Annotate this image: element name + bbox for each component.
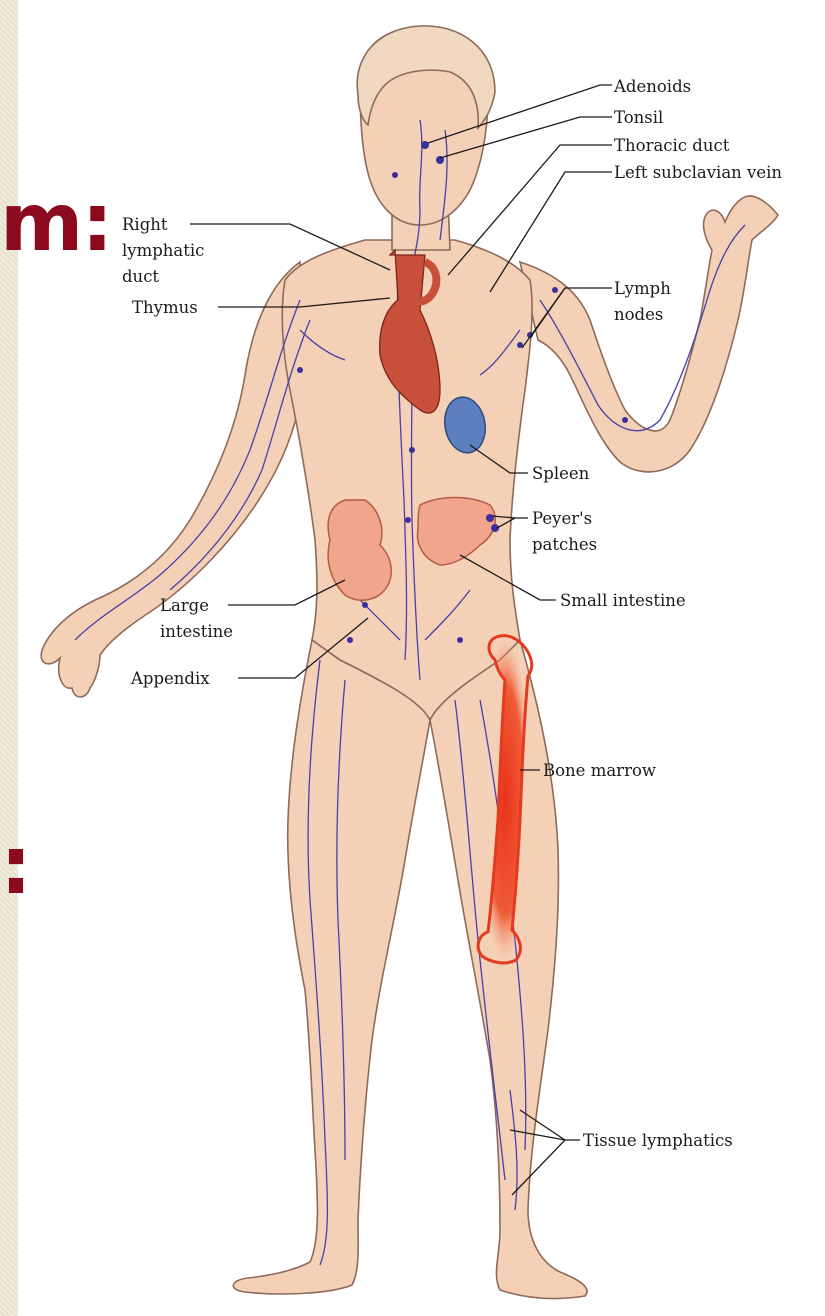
label-left-subclavian-vein: Left subclavian vein (614, 163, 782, 182)
label-thymus: Thymus (132, 298, 198, 317)
label-peyers-patches-line1: Peyer's (532, 509, 592, 528)
label-tissue-lymphatics: Tissue lymphatics (583, 1131, 733, 1150)
slide-title-fragment: m: (0, 183, 111, 263)
left-arm (520, 196, 778, 472)
label-large-intestine-line1: Large (160, 596, 209, 615)
label-spleen: Spleen (532, 464, 590, 483)
label-right-lymphatic-duct-line3: duct (122, 267, 159, 286)
label-thoracic-duct: Thoracic duct (614, 136, 730, 155)
label-right-lymphatic-duct-line2: lymphatic (122, 241, 204, 260)
label-bone-marrow: Bone marrow (543, 761, 656, 780)
label-peyers-patches-line2: patches (532, 535, 597, 554)
slide-text-fragment: : (0, 826, 30, 906)
label-right-lymphatic-duct-line1: Right (122, 215, 168, 234)
label-lymph-nodes-line1: Lymph (614, 279, 671, 298)
label-large-intestine-line2: intestine (160, 622, 233, 641)
label-tonsil: Tonsil (614, 108, 663, 127)
label-adenoids: Adenoids (613, 77, 691, 96)
label-small-intestine: Small intestine (560, 591, 686, 610)
right-leg (233, 640, 430, 1294)
label-appendix: Appendix (130, 669, 210, 688)
label-lymph-nodes-line2: nodes (614, 305, 663, 324)
